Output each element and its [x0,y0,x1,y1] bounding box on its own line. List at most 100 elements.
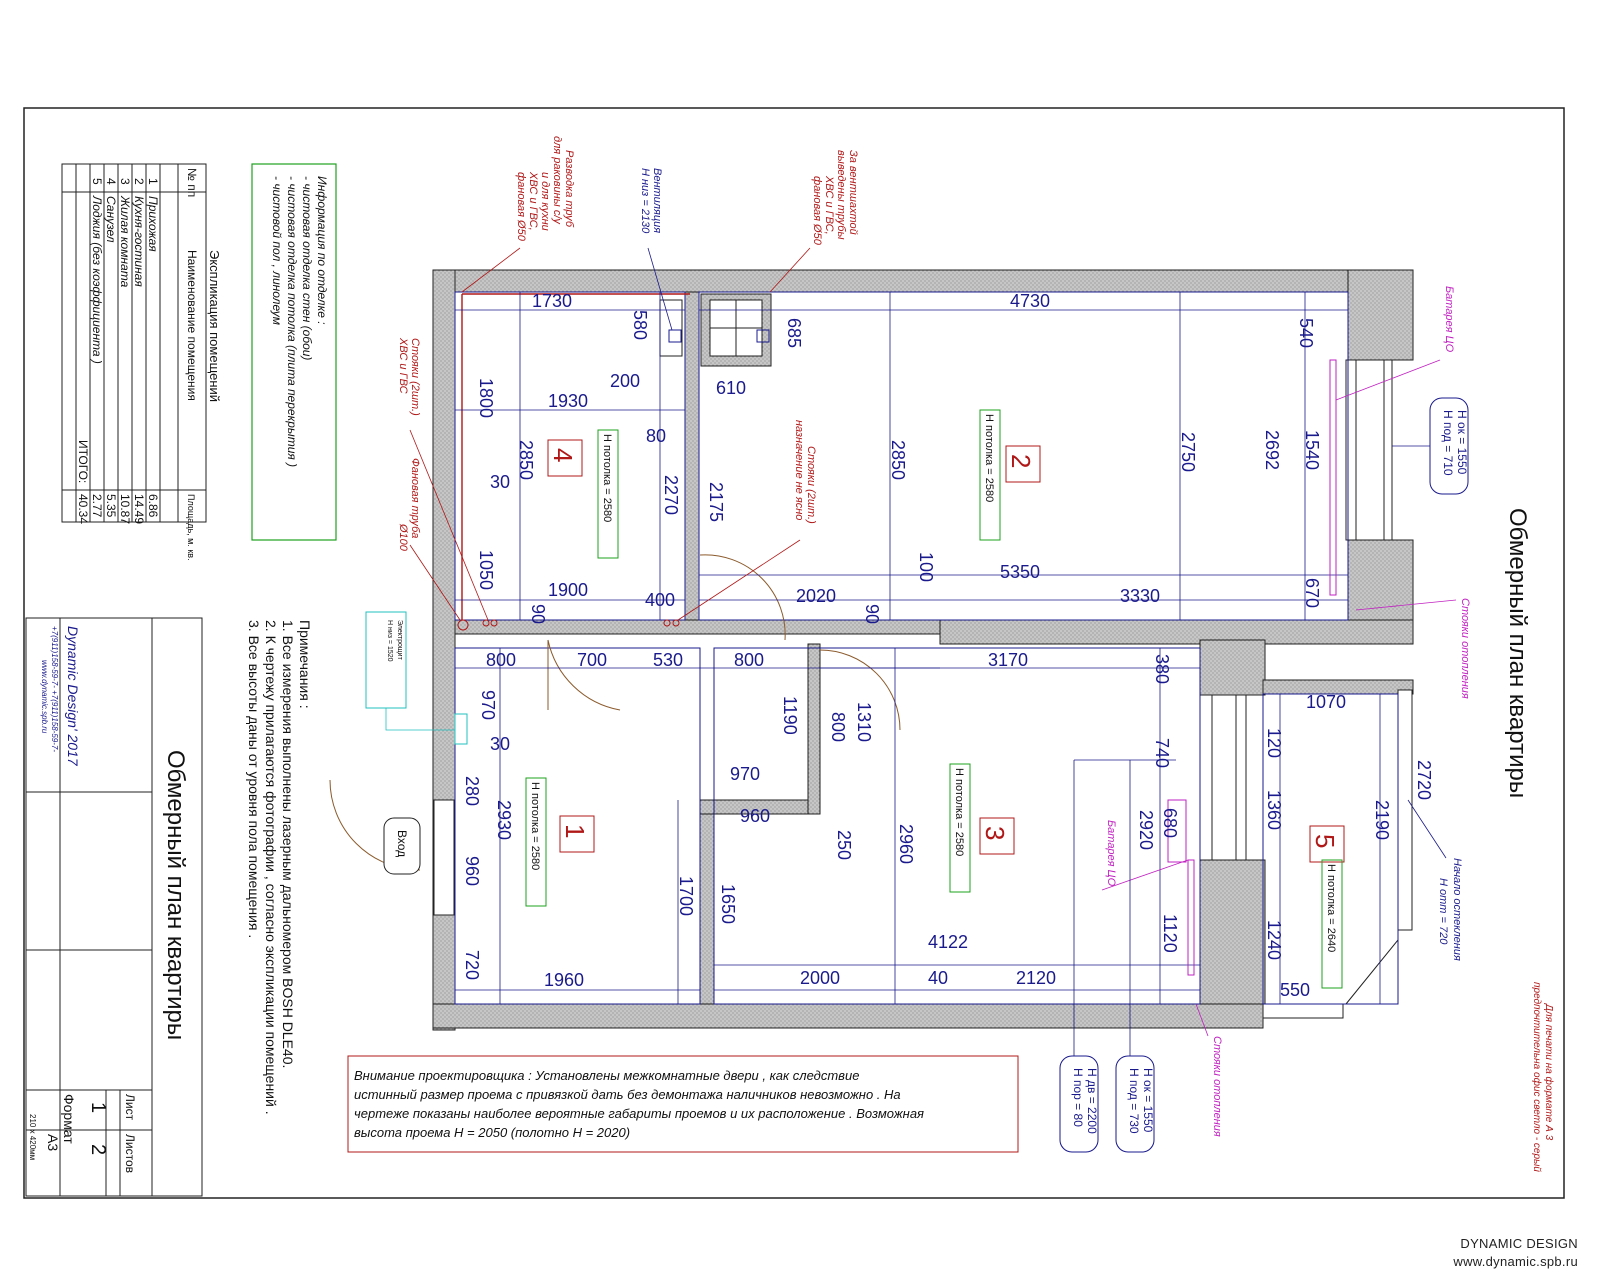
fan-pipe-marker [457,619,469,631]
explication-row-no: 1 [146,178,160,185]
sheet-frame [23,107,1565,1199]
finish-info-box: Информация по отделке : - чистовая отдел… [251,163,337,541]
stamp-format: А3 [45,1134,61,1151]
note-window-room: Н ок = 1550 [1141,1068,1155,1133]
dim-label: 2720 [1414,760,1434,800]
dim-label: 2930 [494,800,514,840]
finish-info-heading: Информация по отделке : [315,176,329,325]
dim-label: 1960 [544,970,584,990]
dim-label: 1800 [476,378,496,418]
dim-label: 970 [478,690,498,720]
note-fan-pipe: Ø100 [397,523,409,552]
dim-label: 960 [462,856,482,886]
footer-brand: DYNAMIC DESIGN [1460,1236,1578,1251]
dim-label: 250 [834,830,854,860]
dim-label: 1360 [1264,790,1284,830]
dim-label: 800 [828,712,848,742]
dim-label: 1540 [1302,430,1322,470]
warning-line: истинный размер проема с привязкой дать … [354,1087,901,1102]
dim-label: 1930 [548,391,588,411]
warning-line: Внимание проектировщика : Установлены ме… [354,1068,859,1083]
dim-label: 800 [734,650,764,670]
note-pipes-sink: ХВС и ГВС, [527,171,539,231]
explication-heading: Экспликация помещений [207,250,222,402]
dim-label: 2270 [661,475,681,515]
dim-label: 610 [716,378,746,398]
note-meters: Н низ = 1520 [386,620,393,662]
explication-table: Экспликация помещений № пп Наименование … [61,163,222,561]
dim-label: 1900 [548,580,588,600]
entrance-label: Вход [395,830,409,857]
note-battery-mid: Батарея ЦО [1105,820,1117,887]
stamp-phones: +7(911)158-59-7- +7(911)158-59-7- [50,626,59,752]
room-labels: 2 Н потолка = 2580 4 Н потолка = 2580 1 … [525,409,1345,989]
note-heating-risers-bottom: Стояки отопления [1211,1036,1223,1137]
footer-site: www.dynamic.spb.ru [1453,1254,1578,1269]
note-pipes-behind: За вентшахтой [847,150,859,235]
dim-label: 3170 [988,650,1028,670]
note-balcony-door: Н пор = 80 [1071,1068,1085,1127]
note-pipes-sink: и для кухни [539,172,551,231]
dim-label: 400 [645,590,675,610]
note-pipes-behind: фановая Ø50 [811,176,823,246]
stamp-format-label: Формат [61,1094,77,1144]
room-outlines [454,291,1399,1005]
note-balcony-door: Н дв = 2200 [1085,1068,1099,1134]
riser-marker [663,619,671,627]
notes-line: 1. Все измерения выполнены лазерным даль… [280,620,296,1068]
finish-info-line: - чистовой пол , линолеум [270,176,284,325]
explication-row-area: 14.49 [132,494,146,524]
note-risers-hvs: ХВС и ГВС [397,337,409,394]
note-print: предпочтительна офис светло - серый [1531,982,1543,1172]
explication-row-area: 10.87 [118,494,132,524]
note-pipes-sink: фановая Ø50 [515,172,527,242]
dim-label: 40 [928,968,948,988]
note-risers-hvs: Стояки (2шт.) [409,338,421,416]
dim-label: 2120 [1016,968,1056,988]
dim-label: 2175 [706,482,726,522]
note-heating-risers: Стояки отопления [1459,598,1471,699]
riser-marker [672,619,680,627]
notes-heading: Примечания : [297,620,313,709]
windows [433,359,1413,1005]
dim-label: 540 [1296,318,1316,348]
vent-marker [668,329,682,343]
explication-row-name: Жилая комната [118,195,132,288]
dim-label: 2020 [796,586,836,606]
dim-label: 1050 [476,550,496,590]
room-ceiling: Н потолка = 2580 [529,782,541,870]
note-ventilation: Н низ = 2130 [639,168,651,234]
dim-label: 2960 [896,824,916,864]
dim-label: 1190 [780,696,800,735]
dimension-texts: 1730 580 685 4730 540 200 610 1930 1800 … [462,291,1434,1000]
dim-label: 2190 [1372,800,1392,840]
note-ventilation: Вентиляция [651,168,663,233]
dim-label: 380 [1152,654,1172,684]
explication-total: 40.34 [76,494,90,524]
stamp-title: Обмерный план квартиры [162,750,189,1040]
explication-row-no: 4 [104,178,118,185]
dim-label: 2850 [888,440,908,480]
dim-label: 30 [490,472,510,492]
dim-label: 960 [740,806,770,826]
dim-label: 4122 [928,932,968,952]
riser-marker [490,619,498,627]
finish-info-line: - чистовая отделка стен (обои) [300,176,314,360]
note-risers-unknown: назначение не ясно [793,420,805,520]
dim-label: 580 [630,310,650,340]
note-battery-top: Батарея ЦО [1443,286,1455,353]
note-meters: Электрощит [396,620,403,661]
explication-col-area: Площадь, м. кв. [186,494,196,561]
explication-row-name: Кухня-гостиная [132,196,146,287]
room-ceiling: Н потолка = 2640 [1325,864,1337,952]
explication-col-name: Наименование помещения [185,250,199,401]
annotations: Разводка труб для раковины с/у и для кух… [365,136,1555,1172]
dim-label: 90 [862,604,882,624]
dim-label: 1240 [1264,920,1284,960]
dim-label: 2750 [1178,432,1198,472]
dim-label: 90 [528,604,548,624]
dim-label: 80 [646,426,666,446]
room-ceiling: Н потолка = 2580 [601,434,613,522]
notes-line: 2. К чертежу прилагаются фотографии , со… [263,620,279,1115]
